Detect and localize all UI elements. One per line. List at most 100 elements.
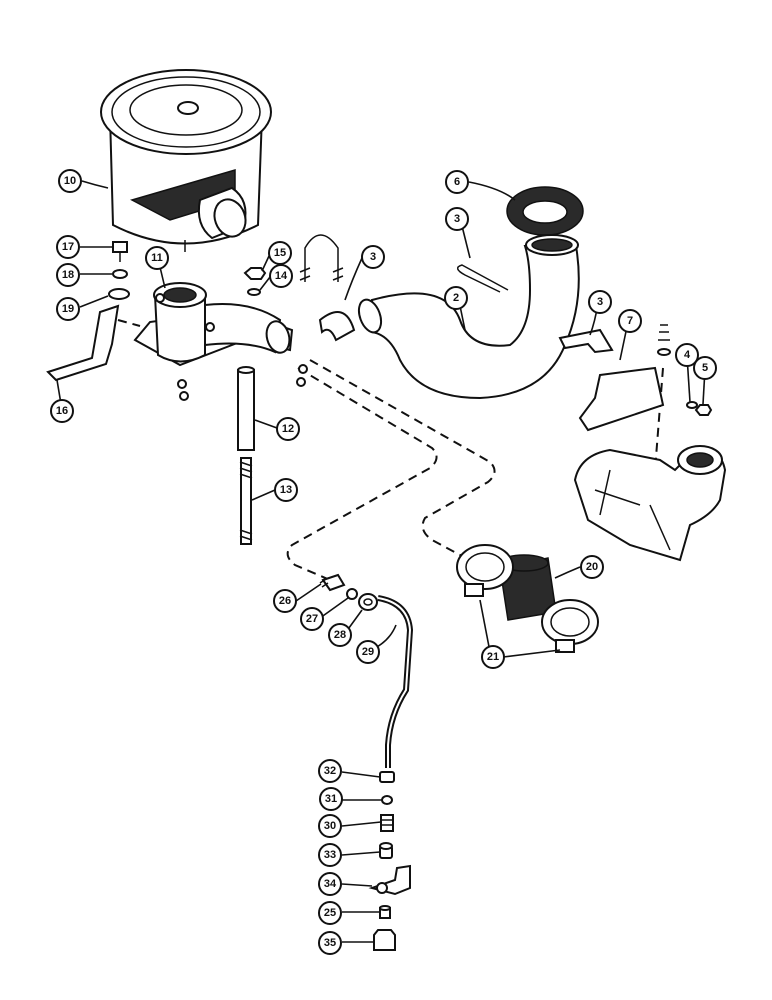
svg-text:29: 29 — [362, 646, 374, 658]
svg-text:30: 30 — [324, 820, 336, 832]
callout-20: 20 — [580, 555, 604, 579]
callout-3: 3 — [445, 207, 469, 231]
tube — [377, 595, 414, 768]
tube-sleeve — [381, 795, 393, 805]
svg-text:5: 5 — [702, 362, 708, 374]
svg-text:18: 18 — [62, 269, 74, 281]
callout-34: 34 — [318, 872, 342, 896]
hardware-stack — [657, 324, 671, 356]
svg-text:7: 7 — [627, 315, 633, 327]
callout-13: 13 — [274, 478, 298, 502]
callout-25: 25 — [318, 901, 342, 925]
callout-6: 6 — [445, 170, 469, 194]
svg-text:27: 27 — [306, 613, 318, 625]
callout-21: 21 — [481, 645, 505, 669]
callout-7: 7 — [618, 309, 642, 333]
lock-washer — [247, 288, 261, 296]
tube — [377, 597, 412, 768]
threaded-stud — [239, 457, 253, 545]
elbow-hose — [357, 234, 580, 400]
svg-text:16: 16 — [56, 405, 68, 417]
svg-text:14: 14 — [275, 270, 288, 282]
hose-clamp — [541, 599, 599, 653]
spacer-tube — [237, 366, 255, 451]
lock-washer — [112, 269, 128, 279]
nut-fitting — [358, 593, 378, 611]
callout-5: 5 — [693, 356, 717, 380]
clamp-strap — [558, 328, 614, 354]
callout-11: 11 — [145, 246, 169, 270]
svg-text:33: 33 — [324, 849, 336, 861]
hose-clamp — [456, 544, 514, 597]
callout-3: 3 — [588, 290, 612, 314]
u-bolt-small — [456, 264, 509, 293]
dashed-route-line — [286, 367, 438, 581]
mounting-bracket — [578, 366, 665, 432]
callout-17: 17 — [56, 235, 80, 259]
tube-nut — [379, 771, 395, 783]
callout-28: 28 — [328, 623, 352, 647]
gasket-ring — [506, 186, 584, 236]
svg-text:28: 28 — [334, 629, 346, 641]
adapter — [379, 905, 391, 919]
callout-29: 29 — [356, 640, 380, 664]
svg-text:2: 2 — [453, 292, 459, 304]
nut — [694, 404, 713, 416]
svg-text:25: 25 — [324, 907, 336, 919]
support-bracket — [46, 304, 120, 382]
svg-text:12: 12 — [282, 423, 294, 435]
svg-text:11: 11 — [151, 252, 163, 264]
cap — [373, 929, 396, 951]
svg-text:15: 15 — [274, 247, 286, 259]
callout-19: 19 — [56, 297, 80, 321]
callout-33: 33 — [318, 843, 342, 867]
callout-12: 12 — [276, 417, 300, 441]
sleeve — [346, 588, 358, 600]
svg-text:10: 10 — [64, 175, 76, 187]
svg-text:31: 31 — [325, 793, 337, 805]
callout-26: 26 — [273, 589, 297, 613]
svg-text:4: 4 — [684, 349, 691, 361]
callout-14: 14 — [269, 264, 293, 288]
nut — [243, 267, 267, 280]
callout-3: 3 — [361, 245, 385, 269]
callout-4: 4 — [675, 343, 699, 367]
intake-manifold — [573, 445, 727, 562]
dashed-route-line — [309, 359, 496, 557]
callout-27: 27 — [300, 607, 324, 631]
u-bolt-large — [299, 234, 344, 282]
connector-fitting — [319, 573, 346, 592]
connector — [380, 814, 394, 832]
callout-2: 2 — [444, 286, 468, 310]
callout-31: 31 — [319, 787, 343, 811]
svg-text:20: 20 — [586, 561, 598, 573]
capscrew — [112, 241, 128, 262]
air-cleaner — [100, 69, 272, 252]
svg-text:34: 34 — [324, 878, 337, 890]
small-hardware — [177, 364, 308, 401]
svg-text:6: 6 — [454, 176, 460, 188]
svg-text:32: 32 — [324, 765, 336, 777]
dashed-route-line — [117, 319, 141, 327]
svg-text:3: 3 — [597, 296, 603, 308]
callouts: 10 6 3 17 18 19 11 15 14 3 2 3 7 4 5 16 … — [50, 169, 717, 955]
flat-washer — [108, 288, 130, 300]
callout-35: 35 — [318, 931, 342, 955]
svg-text:3: 3 — [370, 251, 376, 263]
svg-text:17: 17 — [62, 241, 74, 253]
callout-16: 16 — [50, 399, 74, 423]
pre-cleaner-elbow — [133, 282, 294, 367]
elbow-fitting — [379, 842, 393, 859]
svg-text:19: 19 — [62, 303, 74, 315]
lock-washer — [686, 401, 698, 409]
svg-text:13: 13 — [280, 484, 292, 496]
svg-text:21: 21 — [487, 651, 499, 663]
callout-15: 15 — [268, 241, 292, 265]
clamp-bracket — [318, 311, 356, 342]
clip-hole — [376, 882, 388, 894]
callout-10: 10 — [58, 169, 82, 193]
svg-text:35: 35 — [324, 937, 336, 949]
svg-text:26: 26 — [279, 595, 291, 607]
svg-text:3: 3 — [454, 213, 460, 225]
